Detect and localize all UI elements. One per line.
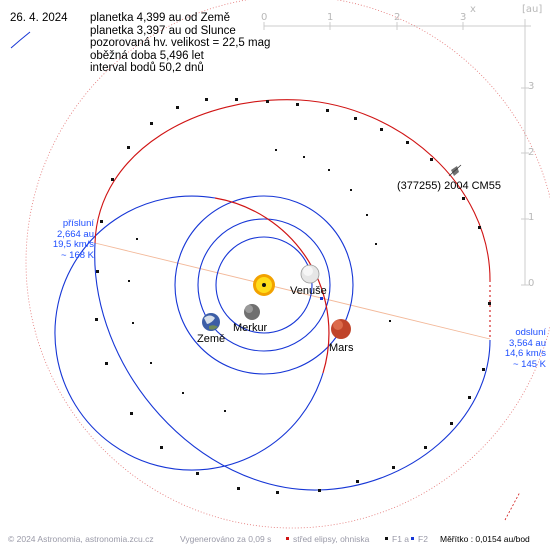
aphelion-title: odsluní — [515, 327, 546, 338]
info-distance-sun: planetka 3,397 au od Slunce — [90, 24, 236, 37]
mercury-icon — [244, 304, 260, 320]
footer-scale: Měřítko : 0,0154 au/bod — [440, 534, 530, 544]
asteroid-orbit-blue — [94, 242, 491, 491]
earth-icon — [202, 313, 220, 331]
y-tick-3: 3 — [528, 81, 535, 92]
apsis-line — [94, 242, 491, 340]
info-magnitude: pozorovaná hv. velikost = 22,5 mag — [90, 37, 271, 49]
footer-legend-f1: F1 a — [392, 534, 410, 544]
venus-icon — [300, 264, 320, 284]
perihelion-speed: 19,5 km/s — [52, 239, 94, 250]
aphelion-distance: 3,564 au — [509, 337, 546, 349]
perihelion-title: přísluní — [62, 218, 94, 229]
focus-f2-marker — [320, 297, 323, 300]
info-distance-earth: planetka 4,399 au od Země — [90, 12, 231, 24]
sun-icon — [253, 274, 275, 296]
asteroid-label: (377255) 2004 CM55 — [397, 180, 501, 192]
aphelion-temp: ~ 145 K — [512, 358, 546, 370]
footer-copyright[interactable]: © 2024 Astronomia, astronomia.zcu.cz — [8, 534, 154, 544]
mars-orbit-red — [214, 197, 330, 374]
perihelion-distance: 2,664 au — [57, 228, 94, 240]
mars-label: Mars — [329, 342, 354, 354]
y-tick-0: 0 — [528, 278, 535, 289]
info-block: planetka 4,399 au od Země planetka 3,397… — [90, 12, 270, 75]
earth-direction-mark — [10, 31, 31, 49]
venus-orbit — [197, 218, 331, 352]
x-tick-3: 3 — [460, 12, 467, 23]
x-axis-unit: x — [470, 4, 476, 15]
x-tick-0: 0 — [261, 12, 268, 23]
mercury-label: Merkur — [233, 322, 268, 334]
perihelion-block: přísluní 2,664 au 19,5 km/s ~ 168 K — [44, 218, 94, 261]
info-interval: interval bodů 50,2 dnů — [90, 62, 204, 74]
legend-f1-marker — [385, 537, 388, 540]
y-axis-unit: [au] — [522, 4, 543, 15]
legend-center-marker — [286, 537, 289, 540]
orbit-point-markers — [95, 98, 491, 494]
mercury-orbit — [215, 236, 313, 334]
info-period: oběžná doba 5,496 let — [90, 49, 204, 62]
footer-legend-f2: F2 — [418, 534, 428, 544]
mars-icon — [331, 319, 351, 339]
asteroid-icon — [448, 164, 462, 177]
footer-generated: Vygenerováno za 0,09 s — [180, 534, 272, 544]
venus-label: Venuše — [290, 285, 327, 297]
perihelion-temp: ~ 168 K — [60, 249, 94, 261]
coordinate-axes — [263, 19, 531, 286]
earth-orbit — [174, 195, 354, 375]
y-tick-2: 2 — [528, 147, 535, 158]
mars-orbit-blue — [54, 195, 324, 471]
legend-f2-marker — [411, 537, 414, 540]
asteroid-orbit-red — [94, 99, 491, 281]
footer-legend-center: střed elipsy, ohniska — [293, 534, 370, 544]
aphelion-block: odsluní 3,564 au 14,6 km/s ~ 145 K — [496, 327, 546, 370]
x-tick-1: 1 — [327, 12, 334, 23]
y-tick-1: 1 — [528, 212, 535, 223]
x-tick-2: 2 — [394, 12, 401, 23]
date-label: 26. 4. 2024 — [10, 12, 68, 24]
asteroid-full-orbit — [25, 0, 550, 529]
aphelion-speed: 14,6 km/s — [504, 348, 546, 359]
asteroid-direction-mark — [504, 491, 521, 521]
mars-orbit-markers — [128, 149, 391, 412]
earth-label: Země — [197, 333, 226, 345]
